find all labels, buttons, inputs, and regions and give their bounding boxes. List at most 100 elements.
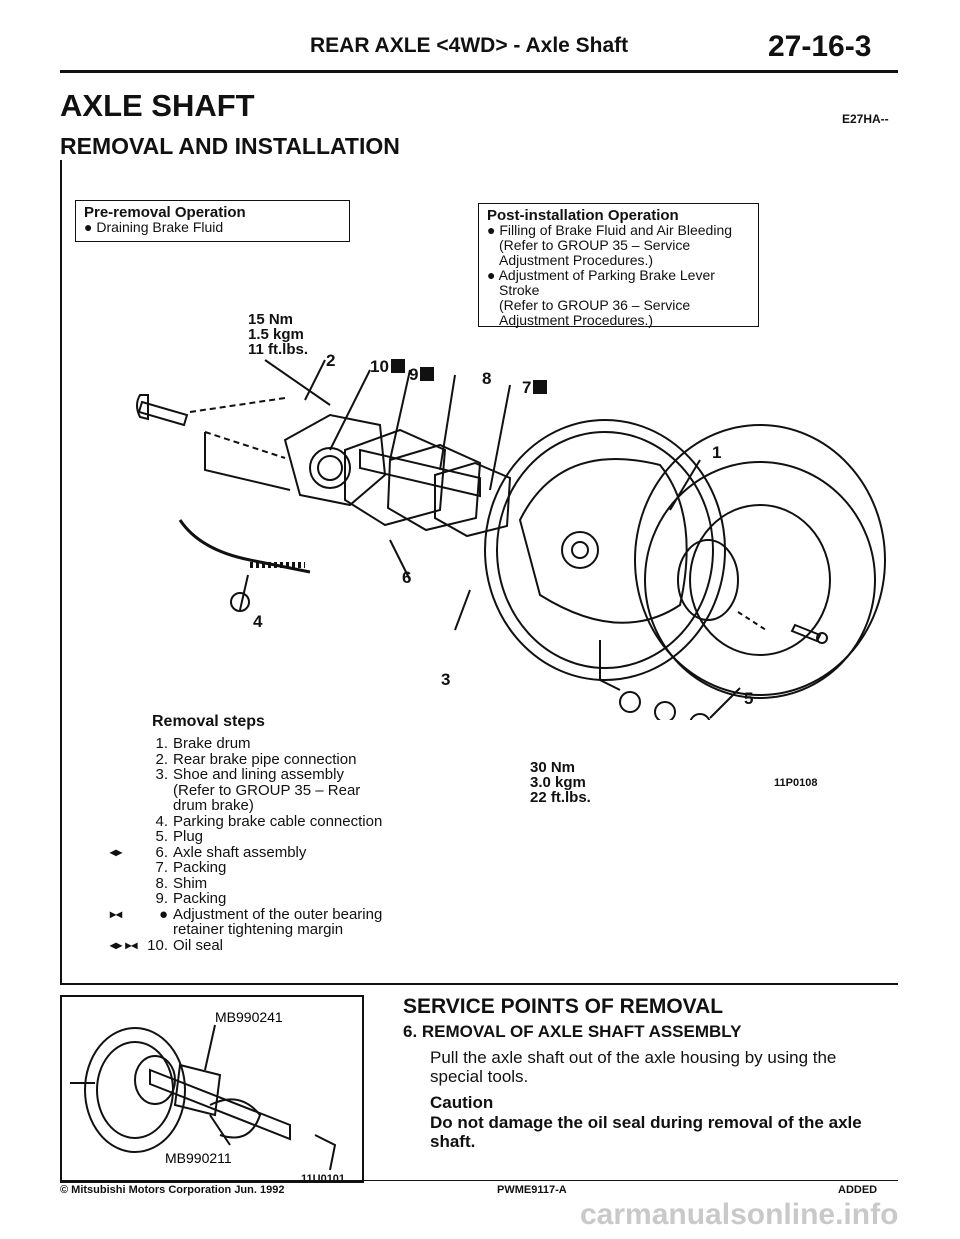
pre-removal-box: Pre-removal Operation ● Draining Brake F…	[75, 200, 350, 242]
callout-4: 4	[253, 612, 263, 631]
plug-icon	[619, 691, 641, 713]
torque-kgm: 1.5 kgm	[248, 326, 304, 343]
section-title: REAR AXLE <4WD> - Axle Shaft	[310, 34, 629, 57]
frame-bottom-rule	[60, 983, 898, 985]
callout-10-num: 10	[370, 357, 389, 376]
step-marker: ▸◂	[110, 906, 123, 921]
callout-9: 9	[409, 365, 435, 385]
step-number: 10.	[147, 936, 168, 954]
step-number: 4.	[155, 812, 168, 830]
torque-spec-bottom: 30 Nm 3.0 kgm 22 ft.lbs.	[530, 760, 591, 805]
post-installation-heading: Post-installation Operation	[487, 207, 679, 224]
torque-kgm: 3.0 kgm	[530, 774, 586, 791]
n-badge-icon	[533, 380, 548, 394]
callout-2: 2	[326, 351, 336, 370]
special-tool-figure: MB990241 MB990211	[60, 995, 364, 1183]
footer-right: ADDED	[838, 1184, 878, 1196]
callout-3: 3	[441, 670, 451, 689]
callout-5: 5	[744, 689, 754, 708]
page-number: 27-16-3	[768, 30, 872, 63]
post-item-2-ref2: Adjustment Procedures.)	[499, 312, 654, 328]
footer-doc-code: PWME9117-A	[497, 1184, 567, 1196]
step-text: Oil seal	[173, 936, 224, 954]
service-points-title: SERVICE POINTS OF REMOVAL	[403, 995, 724, 1018]
shim-plate	[386, 443, 482, 532]
callout-6: 6	[402, 568, 412, 587]
post-item-1-ref: (Refer to GROUP 35 – Service	[499, 237, 691, 253]
post-installation-box: Post-installation Operation ● Filling of…	[478, 203, 759, 328]
callout-7-num: 7	[522, 378, 532, 397]
pre-removal-heading: Pre-removal Operation	[84, 204, 246, 221]
callout-10: 10	[370, 357, 405, 377]
axle-shaft	[359, 448, 481, 498]
post-item-2-cont: Stroke	[499, 282, 540, 298]
callout-1: 1	[712, 443, 722, 462]
plug-icon	[230, 592, 250, 612]
n-badge-icon	[420, 367, 435, 381]
step-text: Plug	[173, 828, 204, 845]
caution-heading: Caution	[430, 1093, 494, 1112]
parking-cable	[178, 519, 311, 574]
post-item-2-ref: (Refer to GROUP 36 – Service	[499, 297, 691, 313]
figure-code-main: 11P0108	[774, 777, 818, 789]
step-text: Brake drum	[173, 735, 251, 752]
watermark: carmanualsonline.info	[580, 1198, 899, 1231]
plug-icon	[689, 713, 711, 720]
torque-nm: 30 Nm	[530, 759, 576, 776]
post-item-1-ref2: Adjustment Procedures.)	[499, 252, 654, 268]
post-item-2: ● Adjustment of Parking Brake Lever	[487, 267, 715, 283]
torque-nm: 15 Nm	[248, 311, 294, 328]
step-number: 8.	[155, 874, 168, 892]
step-text: Shoe and lining assembly	[173, 766, 344, 783]
step-text: Packing	[173, 859, 227, 876]
torque-ftlbs: 22 ft.lbs.	[530, 789, 591, 806]
step-text: Packing	[173, 890, 227, 907]
exploded-view-diagram	[136, 359, 886, 720]
header-rule	[60, 70, 898, 73]
step-text: Parking brake cable connection	[173, 812, 383, 830]
step-text: Shim	[173, 874, 208, 892]
step-text: Axle shaft assembly	[173, 843, 307, 861]
step-number: 1.	[155, 735, 168, 752]
callout-9-num: 9	[409, 365, 419, 384]
caution-text: Do not damage the oil seal during remova…	[430, 1113, 862, 1151]
post-item-1: ● Filling of Brake Fluid and Air Bleedin…	[487, 222, 733, 238]
footer-copyright: © Mitsubishi Motors Corporation Jun. 199…	[60, 1184, 285, 1196]
removal-steps-title: Removal steps	[152, 713, 265, 730]
doc-code: E27HA--	[842, 112, 889, 126]
step-text: drum brake)	[173, 797, 254, 814]
service-item-body: Pull the axle shaft out of the axle hous…	[430, 1048, 837, 1086]
callout-8: 8	[482, 369, 492, 388]
packing-plate	[344, 428, 447, 527]
tool-label-1: MB990241	[215, 1009, 283, 1025]
footer-rule	[60, 1180, 898, 1181]
retainer-plate	[283, 413, 387, 507]
step-number: ●	[158, 905, 168, 923]
callout-7: 7	[522, 378, 548, 398]
subtitle: REMOVAL AND INSTALLATION	[60, 133, 400, 159]
plug-icon	[654, 701, 676, 720]
bolt-icon	[137, 400, 189, 427]
step-number: 3.	[155, 766, 168, 783]
pre-removal-item: ● Draining Brake Fluid	[84, 219, 224, 235]
torque-spec-top: 15 Nm 1.5 kgm 11 ft.lbs.	[248, 312, 308, 357]
torque-ftlbs: 11 ft.lbs.	[248, 341, 309, 358]
step-number: 2.	[155, 750, 168, 768]
step-marker: ◂▸ ▸◂	[110, 937, 138, 952]
step-text: Rear brake pipe connection	[173, 750, 357, 768]
service-item-heading: 6. REMOVAL OF AXLE SHAFT ASSEMBLY	[403, 1022, 742, 1041]
frame-left-rule	[60, 160, 62, 985]
step-number: 7.	[155, 859, 168, 876]
backing-plate	[484, 419, 726, 681]
step-number: 5.	[155, 828, 168, 845]
packing-plate-2	[434, 461, 512, 538]
brake-drum	[634, 424, 886, 696]
step-text: Adjustment of the outer bearing	[173, 905, 383, 923]
step-number: 9.	[155, 890, 168, 907]
step-number: 6.	[155, 843, 168, 861]
step-text: (Refer to GROUP 35 – Rear	[173, 781, 361, 799]
figure-code-small: 11U0101	[301, 1173, 346, 1185]
n-badge-icon	[390, 359, 405, 373]
step-marker: ◂▸	[110, 844, 123, 859]
step-text: retainer tightening margin	[173, 921, 344, 938]
